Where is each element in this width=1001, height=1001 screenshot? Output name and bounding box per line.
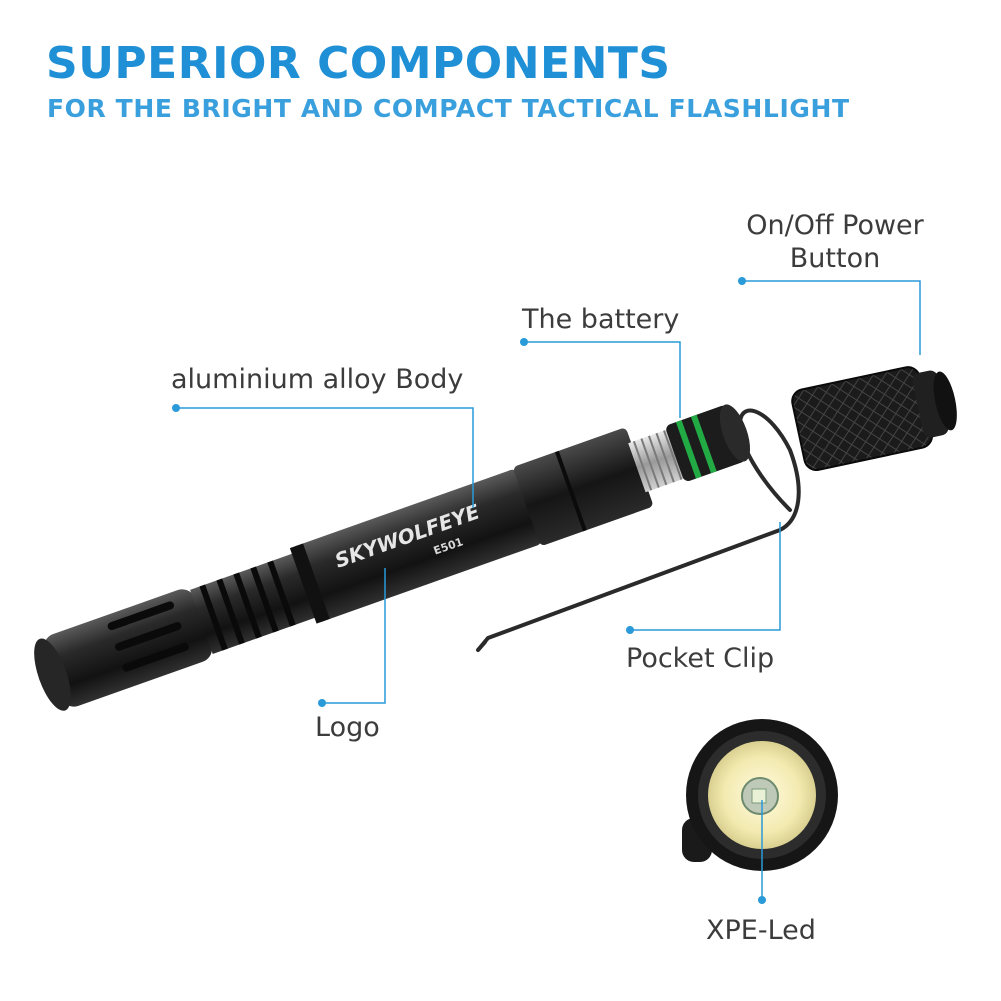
callout-power-button: On/Off Power Button bbox=[738, 209, 932, 275]
page-subtitle: FOR THE BRIGHT AND COMPACT TACTICAL FLAS… bbox=[47, 94, 850, 123]
callout-lines bbox=[176, 280, 921, 900]
callout-battery: The battery bbox=[522, 304, 680, 335]
pocket-clip-icon bbox=[476, 408, 801, 652]
callout-pocket-clip: Pocket Clip bbox=[626, 643, 775, 674]
page-title: SUPERIOR COMPONENTS bbox=[46, 38, 671, 89]
led-head-closeup bbox=[682, 719, 838, 871]
flashlight-body bbox=[34, 404, 751, 711]
callout-body: aluminium alloy Body bbox=[171, 364, 464, 395]
callout-dots bbox=[172, 277, 766, 904]
power-button-cap bbox=[791, 366, 957, 471]
callout-led: XPE-Led bbox=[706, 915, 816, 946]
callout-logo: Logo bbox=[315, 712, 380, 743]
callout-power-button-line1: On/Off Power bbox=[746, 210, 924, 241]
callout-power-button-line2: Button bbox=[789, 243, 881, 274]
